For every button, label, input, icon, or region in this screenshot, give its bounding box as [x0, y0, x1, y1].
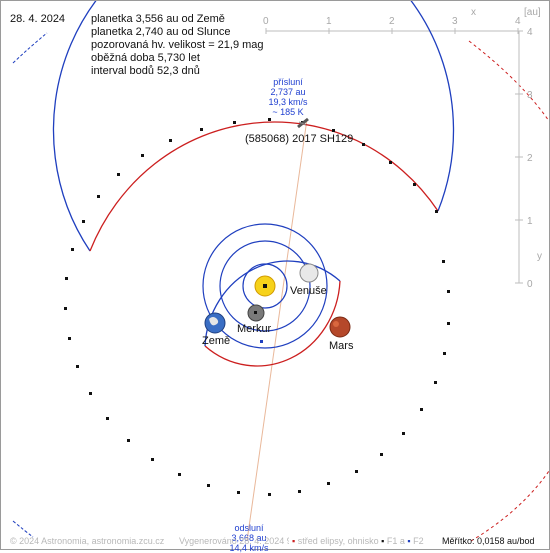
aphelion-title: odsluní	[234, 523, 264, 533]
corner-orbit-fragment	[470, 470, 550, 542]
earth-icon	[204, 312, 226, 334]
info-line: pozorovaná hv. velikost = 21,9 mag	[91, 39, 264, 51]
mercury-icon	[247, 304, 265, 322]
venus-orbit	[219, 240, 311, 332]
earth-orbit	[202, 223, 328, 349]
x-axis	[265, 28, 519, 34]
footer-generator: Vygenerováno 28. 4. 2024 9:09	[179, 536, 289, 546]
footer-legend: ▪ střed elipsy, ohnisko ▪ F1 a ▪ F2	[292, 535, 424, 548]
center-marker-icon: ▪	[292, 536, 296, 546]
aphelion-label: odsluní 3,668 au 14,4 km/s	[219, 523, 279, 553]
y-tick-label: 4	[527, 27, 533, 38]
x-tick-label: 3	[452, 16, 458, 27]
apsis-line	[246, 118, 308, 542]
y-tick-label: 3	[527, 90, 533, 101]
asteroid-orbit-above	[89, 121, 439, 252]
perihelion-temperature: ~ 185 K	[272, 107, 304, 117]
footer-copyright: © 2024 Astronomia, astronomia.zcu.cz	[10, 536, 165, 546]
y-axis-label: y	[537, 251, 542, 262]
mars-label: Mars	[329, 340, 354, 352]
x-tick-label: 4	[515, 16, 521, 27]
sun-icon	[254, 275, 276, 297]
corner-orbit-fragment	[12, 520, 34, 538]
info-line: interval bodů 52,3 dnů	[91, 65, 200, 77]
legend-f1-text: F1	[386, 536, 398, 546]
info-panel: planetka 3,556 au od Země planetka 2,740…	[91, 13, 264, 78]
focus-f2-marker	[260, 340, 263, 343]
mercury-label: Merkur	[237, 323, 272, 335]
x-tick-label: 2	[389, 16, 395, 27]
info-line: oběžná doba 5,730 let	[91, 52, 200, 64]
legend-f2-text: F2	[413, 536, 424, 546]
asteroid-orbit-below	[52, 1, 455, 252]
legend-a-text: a	[399, 536, 405, 546]
x-axis-label: x	[471, 7, 476, 18]
corner-orbit-fragment	[468, 40, 550, 122]
aphelion-speed: 14,4 km/s	[229, 543, 269, 553]
earth-label: Země	[202, 335, 231, 347]
corner-orbit-fragment	[12, 32, 48, 64]
perihelion-title: přísluní	[273, 77, 303, 87]
venus-label: Venuše	[290, 285, 327, 297]
aphelion-distance: 3,668 au	[231, 533, 267, 543]
mars-icon	[329, 316, 351, 338]
axis-unit: [au]	[524, 7, 541, 18]
perihelion-label: přísluní 2,737 au 19,3 km/s ~ 185 K	[253, 77, 323, 117]
venus-icon	[299, 263, 319, 283]
date-label: 28. 4. 2024	[10, 13, 66, 25]
x-tick-label: 0	[263, 16, 269, 27]
legend-center-text: střed elipsy, ohnisko	[297, 536, 379, 546]
y-tick-label: 2	[527, 153, 533, 164]
f2-marker-icon: ▪	[407, 536, 411, 546]
x-tick-label: 1	[326, 16, 332, 27]
perihelion-distance: 2,737 au	[270, 87, 306, 97]
y-axis	[515, 30, 523, 284]
scale-label: Měřítko: 0,0158 au/bod	[442, 536, 535, 546]
y-tick-label: 0	[527, 279, 533, 290]
perihelion-speed: 19,3 km/s	[268, 97, 308, 107]
y-tick-label: 1	[527, 216, 533, 227]
f1-marker-icon: ▪	[381, 536, 385, 546]
info-line: planetka 3,556 au od Země	[91, 13, 225, 25]
asteroid-icon	[297, 117, 309, 129]
mars-orbit-near	[204, 280, 341, 367]
object-name: (585068) 2017 SH129	[245, 133, 354, 145]
asteroid-position-markers	[64, 118, 450, 496]
info-line: planetka 2,740 au od Slunce	[91, 26, 231, 38]
